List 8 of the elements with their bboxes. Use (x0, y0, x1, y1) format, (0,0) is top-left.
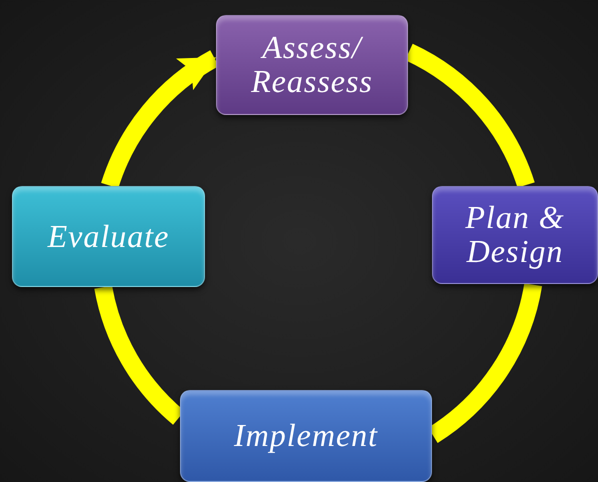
process-box (180, 390, 432, 482)
box-label: Assess/ Reassess (250, 31, 374, 99)
box-label: Evaluate (48, 220, 170, 254)
box-label: Implement (234, 419, 378, 453)
process-box (432, 186, 598, 284)
box-label: Plan & Design (464, 201, 566, 269)
process-box (12, 186, 205, 287)
process-box (216, 15, 408, 115)
